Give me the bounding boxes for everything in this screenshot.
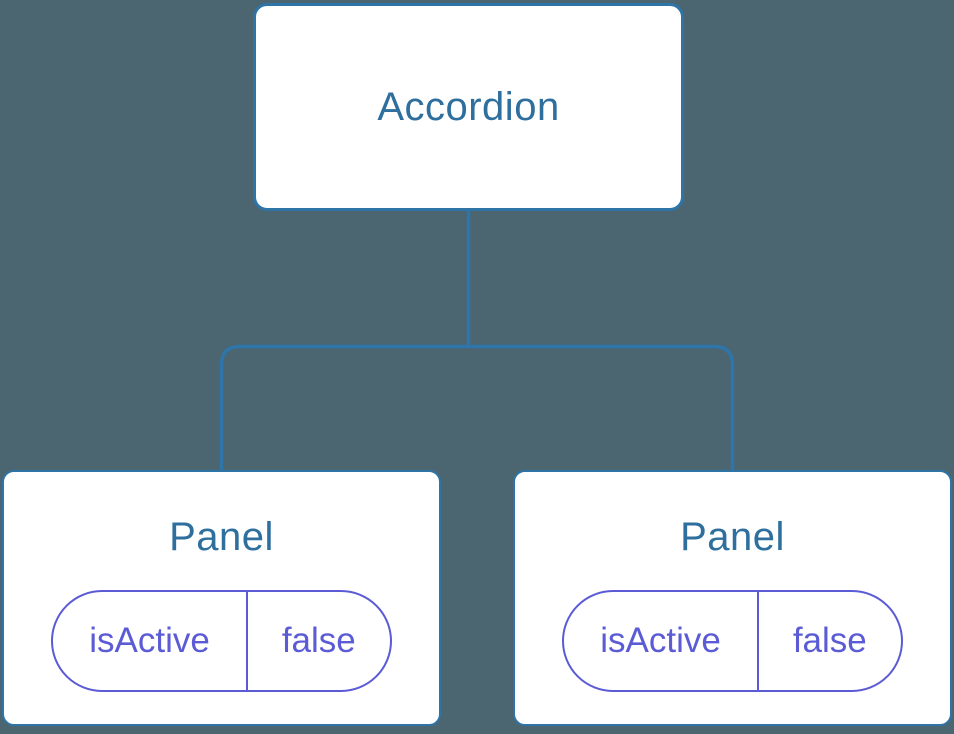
connector-branch xyxy=(219,344,735,472)
state-value-2: false xyxy=(792,621,867,660)
component-node-accordion: Accordion xyxy=(253,3,684,211)
component-node-panel-1: Panel isActive false xyxy=(2,470,441,726)
state-name-2: isActive xyxy=(564,592,759,690)
state-value-1: false xyxy=(281,621,356,660)
component-node-panel-2: Panel isActive false xyxy=(513,470,952,726)
component-label-panel-1: Panel xyxy=(169,515,274,559)
component-label-accordion: Accordion xyxy=(377,85,560,129)
state-pill-2: isActive false xyxy=(562,590,903,692)
state-name-1: isActive xyxy=(53,592,248,690)
state-pill-1: isActive false xyxy=(51,590,392,692)
component-label-panel-2: Panel xyxy=(680,515,785,559)
